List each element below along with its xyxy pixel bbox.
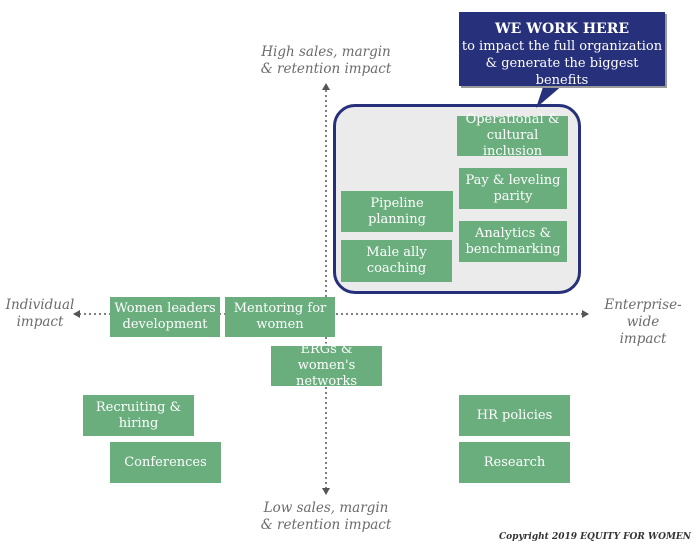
- box-ergs: ERGs & women's networks: [271, 342, 382, 389]
- callout-title: WE WORK HERE: [494, 21, 630, 37]
- axis-label-left: Individual impact: [5, 297, 75, 330]
- box-operational-inclusion: Operational & cultural inclusion: [457, 112, 568, 159]
- callout-line-2: & generate the biggest benefits: [485, 56, 639, 88]
- box-mentoring: Mentoring for women: [225, 297, 335, 337]
- box-women-leaders: Women leaders development: [110, 297, 220, 337]
- axis-label-bottom: Low sales, margin & retention impact: [260, 500, 392, 533]
- copyright-notice: Copyright 2019 EQUITY FOR WOMEN: [498, 532, 691, 542]
- box-pipeline-planning: Pipeline planning: [341, 191, 453, 232]
- axis-label-right: Enterprise-wide impact: [604, 297, 682, 347]
- box-analytics: Analytics & benchmarking: [459, 221, 567, 262]
- callout-line-1: to impact the full organization: [461, 39, 663, 54]
- axis-label-top: High sales, margin & retention impact: [260, 44, 392, 77]
- box-pay-parity: Pay & leveling parity: [459, 168, 567, 209]
- box-conferences: Conferences: [110, 442, 221, 483]
- box-hr-policies: HR policies: [459, 395, 570, 436]
- box-male-ally: Male ally coaching: [341, 240, 452, 282]
- callout-pointer: [536, 84, 564, 108]
- callout-box: WE WORK HERE to impact the full organiza…: [459, 12, 665, 88]
- box-recruiting: Recruiting & hiring: [83, 395, 194, 436]
- box-research: Research: [459, 442, 570, 483]
